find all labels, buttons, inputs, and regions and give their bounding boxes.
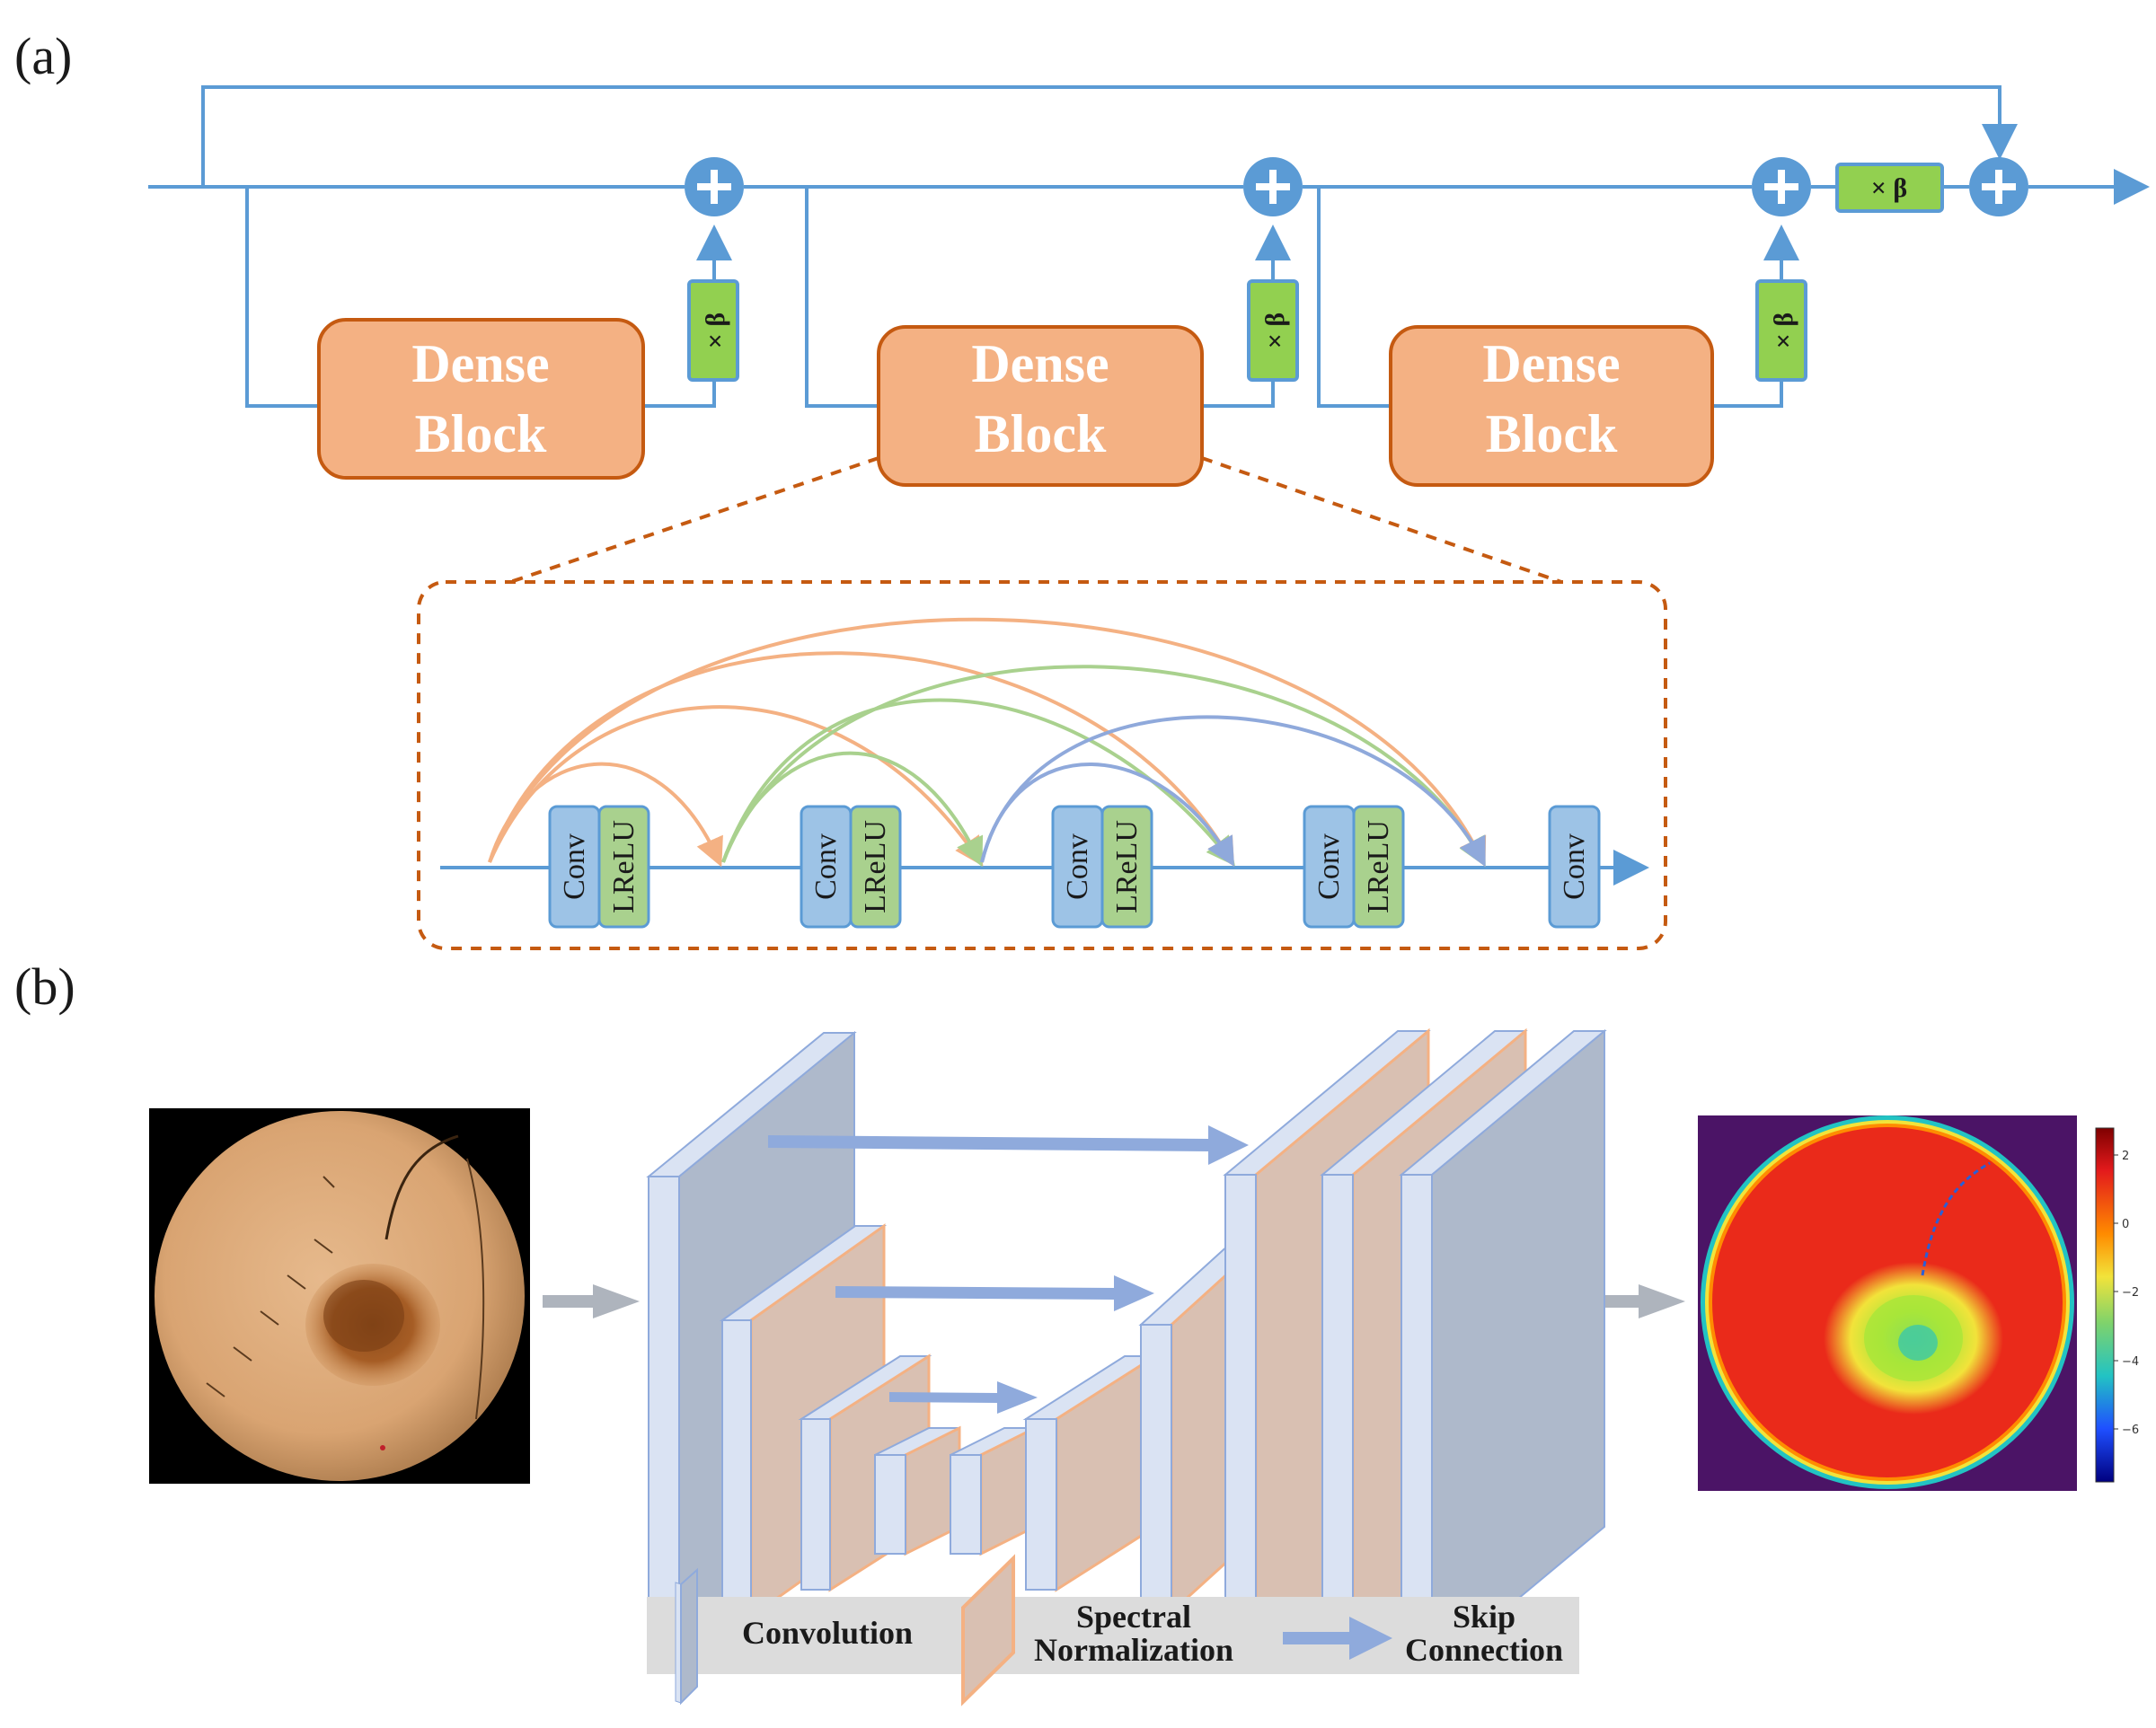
final-conv-label: Conv [1558, 833, 1591, 900]
lrelu-label-1: LReLU [607, 820, 641, 913]
dense-block-1-line2: Block [415, 404, 547, 463]
panel-a-label: (a) [14, 27, 72, 85]
orange-dense-arcs [488, 617, 1487, 868]
colorbar-tick-label-1: 2 [2122, 1150, 2129, 1163]
legend-spectral-swatch [961, 1554, 1015, 1706]
dense-block-1: Dense Block [317, 318, 645, 480]
conv-label-1: Conv [558, 833, 591, 900]
conv-label-3: Conv [1061, 833, 1094, 900]
dense-block-3-line1: Dense [1482, 334, 1620, 393]
output-heatmap [1698, 1115, 2077, 1491]
lrelu-label-3: LReLU [1110, 820, 1144, 913]
colorbar-tick-label-5: −6 [2122, 1424, 2139, 1437]
conv-label-4: Conv [1312, 833, 1346, 900]
dense-block-2-line2: Block [975, 404, 1107, 463]
final-conv-unit: Conv [1548, 805, 1601, 929]
colorbar: 2 0 −2 −4 −6 [2095, 1127, 2139, 1483]
dense-block-3: Dense Block [1389, 325, 1714, 487]
colorbar-tick-label-4: −4 [2122, 1355, 2139, 1369]
legend-convolution-swatch [675, 1567, 698, 1706]
input-arrow [543, 1284, 640, 1318]
beta-box-horizontal: × β [1835, 163, 1944, 213]
global-skip-line [201, 85, 2018, 187]
zoom-lines [509, 456, 1562, 584]
plus-circle-final [1969, 157, 2028, 216]
branch-lines [245, 187, 1799, 408]
beta-label-3: × β [1769, 313, 1798, 348]
legend-convolution-label: Convolution [742, 1615, 913, 1651]
lrelu-label-4: LReLU [1362, 820, 1395, 913]
blue-dense-arcs [980, 715, 1486, 868]
legend-skip-swatch [1283, 1617, 1392, 1660]
legend-skip-line2: Connection [1405, 1632, 1563, 1668]
conv-lrelu-unit-1: Conv LReLU [548, 805, 650, 929]
conv-lrelu-unit-3: Conv LReLU [1051, 805, 1153, 929]
plus-circle-2 [1243, 157, 1303, 216]
dense-block-2-line1: Dense [971, 334, 1109, 393]
beta-label-1: × β [701, 313, 730, 348]
panel-b-label: (b) [14, 957, 75, 1016]
skip-arrow-3 [889, 1381, 1038, 1414]
decoder-layer-2 [1022, 1353, 1159, 1592]
plus-circle-3 [1752, 157, 1811, 216]
legend-spectral-line2: Normalization [1034, 1632, 1233, 1668]
legend-spectral-line1: Spectral [1076, 1599, 1191, 1635]
conv-lrelu-unit-2: Conv LReLU [800, 805, 902, 929]
colorbar-tick-label-3: −2 [2122, 1286, 2139, 1300]
dense-block-1-line1: Dense [411, 334, 549, 393]
unet-architecture [646, 1027, 1607, 1674]
skip-arrow-1 [768, 1125, 1249, 1165]
conv-label-2: Conv [809, 833, 843, 900]
beta-box-3: × β [1755, 279, 1807, 382]
conv-lrelu-unit-4: Conv LReLU [1303, 805, 1405, 929]
dense-block-3-line2: Block [1486, 404, 1618, 463]
lrelu-label-2: LReLU [859, 820, 892, 913]
decoder-layer-6 [1399, 1028, 1607, 1673]
dense-block-detail: Conv LReLU Conv LReLU Conv LReLU Conv LReLU Conv [417, 580, 1667, 950]
colorbar-tick-label-2: 0 [2122, 1218, 2129, 1231]
legend-skip-line1: Skip [1453, 1599, 1515, 1635]
beta-label-2: × β [1260, 313, 1290, 348]
beta-box-1: × β [687, 279, 739, 382]
decoder-layer-1 [950, 1425, 1037, 1556]
legend: Convolution Spectral Normalization Skip … [647, 1554, 1579, 1706]
beta-box-2: × β [1247, 279, 1299, 382]
input-dermoscopy-image [149, 1108, 530, 1484]
dense-block-2: Dense Block [877, 325, 1204, 487]
skip-arrows [768, 1125, 1249, 1414]
skip-arrow-2 [835, 1275, 1154, 1311]
beta-label-horizontal: × β [1871, 173, 1907, 203]
plus-circle-1 [685, 157, 744, 216]
